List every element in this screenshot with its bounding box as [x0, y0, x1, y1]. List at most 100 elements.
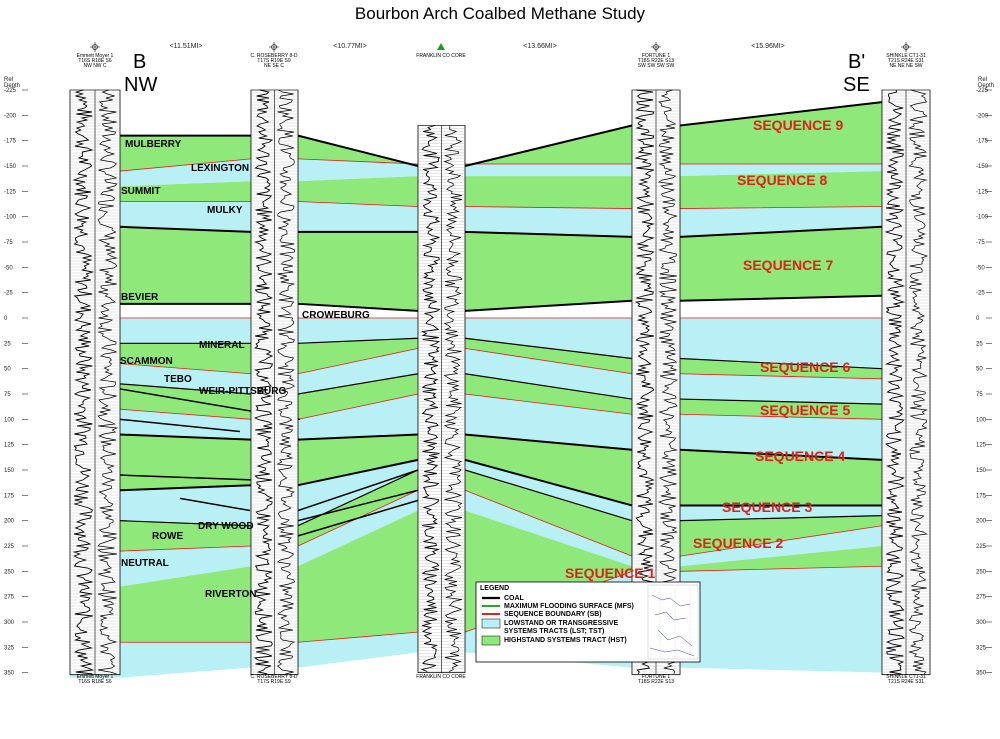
depth-tick-label: 275: [976, 595, 987, 601]
well-log: [69, 89, 121, 676]
formation-label: ROWE: [152, 531, 183, 542]
well-header-label: NW NW C: [83, 63, 106, 69]
depth-tick-label: -50: [976, 265, 985, 271]
legend-hst-swatch: [481, 635, 501, 646]
section-end-label: NW: [124, 74, 157, 96]
depth-tick-label: -25: [976, 291, 985, 297]
depth-tick-label: 275: [4, 595, 15, 601]
section-end-label: B': [848, 51, 865, 73]
depth-tick-label: -200: [976, 113, 989, 119]
coal-line: [297, 489, 419, 522]
legend: LEGEND COAL MAXIMUM FLOODING SURFACE (MF…: [475, 581, 701, 663]
well-footer-label: FORTUNE 1: [642, 674, 670, 680]
coal-line: [179, 497, 251, 512]
well-symbol-icon: [269, 42, 279, 52]
sequence-label: SEQUENCE 9: [753, 117, 843, 133]
well-footer-label: T17S R19E S9: [257, 679, 291, 685]
depth-tick-label: 150: [4, 468, 15, 474]
legend-hst-label: HIGHSTAND SYSTEMS TRACT (HST): [504, 637, 627, 644]
well-footer-label: Emmett Moyer 1: [77, 674, 114, 680]
depth-tick-label: 250: [4, 569, 15, 575]
well-spacing-label: <10.77MI>: [333, 43, 366, 50]
well-footer-label: T21S R24E S31: [888, 679, 924, 685]
depth-tick-label: 225: [976, 544, 987, 550]
well-header-label: Emmett Moyer 1: [77, 53, 114, 59]
sequence-label: SEQUENCE 5: [760, 402, 850, 418]
depth-tick-label: 125: [976, 443, 987, 449]
axis-label: Depth: [978, 83, 994, 89]
well-header-label: NE NE NE SW: [889, 63, 922, 69]
well-footer-label: T18S R22E S13: [638, 679, 674, 685]
formation-label: MULBERRY: [125, 139, 182, 150]
correlation-lines: [120, 102, 930, 642]
section-end-label: SE: [843, 74, 870, 96]
formation-label: CROWEBURG: [302, 310, 370, 321]
sequence-label: SEQUENCE 6: [760, 359, 850, 375]
depth-tick-label: -125: [976, 189, 989, 195]
well-log: [631, 89, 681, 676]
depth-tick-label: 325: [4, 645, 15, 651]
formation-label: SCAMMON: [120, 356, 173, 367]
depth-tick-label: -75: [4, 240, 13, 246]
lst-band: [70, 393, 930, 460]
well-footer-label: FRANKLIN CO CORE: [416, 674, 466, 680]
depth-tick-label: -200: [4, 113, 17, 119]
location-map-inset: [647, 584, 699, 660]
depth-tick-label: 300: [4, 620, 15, 626]
coal-line: [119, 418, 241, 433]
sequence-label: SEQUENCE 4: [755, 448, 845, 464]
sequence-label: SEQUENCE 8: [737, 172, 827, 188]
core-symbol-icon: [437, 43, 445, 50]
formation-label: MULKY: [207, 205, 243, 216]
well-header-label: T18S R22E S13: [638, 58, 674, 64]
depth-tick-label: 350: [4, 671, 15, 677]
left-depth-axis: RelDepth-225-200-175-150-125-100-75-50-2…: [4, 77, 28, 677]
depth-tick-label: 100: [4, 417, 15, 423]
legend-lst-label-2: SYSTEMS TRACTS (LST; TST): [504, 628, 604, 635]
coal-line: [297, 469, 419, 512]
well-header-label: FRANKLIN CO CORE: [416, 53, 466, 59]
depth-axes: RelDepth-225-200-175-150-125-100-75-50-2…: [4, 77, 994, 677]
depth-tick-label: -25: [4, 291, 13, 297]
well-symbol-icon: [651, 42, 661, 52]
legend-sb-label: SEQUENCE BOUNDARY (SB): [504, 611, 602, 618]
right-depth-axis: RelDepth-225-200-175-150-125-100-75-50-2…: [976, 77, 994, 677]
depth-tick-label: -75: [976, 240, 985, 246]
legend-lst-label: LOWSTAND OR TRANSGRESSIVE: [504, 620, 619, 627]
well-spacing-label: <11.51MI>: [170, 43, 203, 50]
well-footer-label: SHINKLE CT1-31: [886, 674, 926, 680]
depth-tick-label: 200: [4, 519, 15, 525]
axis-label: Rel: [4, 77, 13, 83]
depth-tick-label: 225: [4, 544, 15, 550]
formation-label: NEUTRAL: [121, 558, 169, 569]
depth-tick-label: 75: [976, 392, 983, 398]
depth-tick-label: 25: [4, 341, 11, 347]
depth-tick-label: -150: [976, 164, 989, 170]
section-end-label: B: [133, 51, 146, 73]
depth-tick-label: -225: [976, 88, 989, 94]
sequence-label: SEQUENCE 1: [565, 565, 655, 581]
well-header-label: NE SE C: [264, 63, 284, 69]
well-header-label: SW SW SW SW: [638, 63, 675, 69]
well-header-label: SHINKLE CT1-31: [886, 53, 926, 59]
depth-tick-label: 75: [4, 392, 11, 398]
legend-lst-swatch: [481, 618, 501, 629]
well-footer-label: T16S R18E S6: [78, 679, 112, 685]
depth-tick-label: 0: [976, 316, 980, 322]
legend-title: LEGEND: [480, 585, 509, 592]
sequence-label: SEQUENCE 7: [743, 257, 833, 273]
depth-tick-label: -225: [4, 88, 17, 94]
depth-tick-label: 200: [976, 519, 987, 525]
axis-label: Depth: [4, 83, 20, 89]
formation-label: TEBO: [164, 374, 192, 385]
formation-label: WEIR-PITTSBURG: [199, 386, 286, 397]
depth-tick-label: 300: [976, 620, 987, 626]
well-symbol-icon: [90, 42, 100, 52]
depth-tick-label: 100: [976, 417, 987, 423]
formation-label: MINERAL: [199, 340, 245, 351]
depth-tick-label: -175: [4, 139, 17, 145]
depth-tick-label: 50: [4, 367, 11, 373]
formation-label: LEXINGTON: [191, 163, 249, 174]
axis-label: Rel: [978, 77, 987, 83]
